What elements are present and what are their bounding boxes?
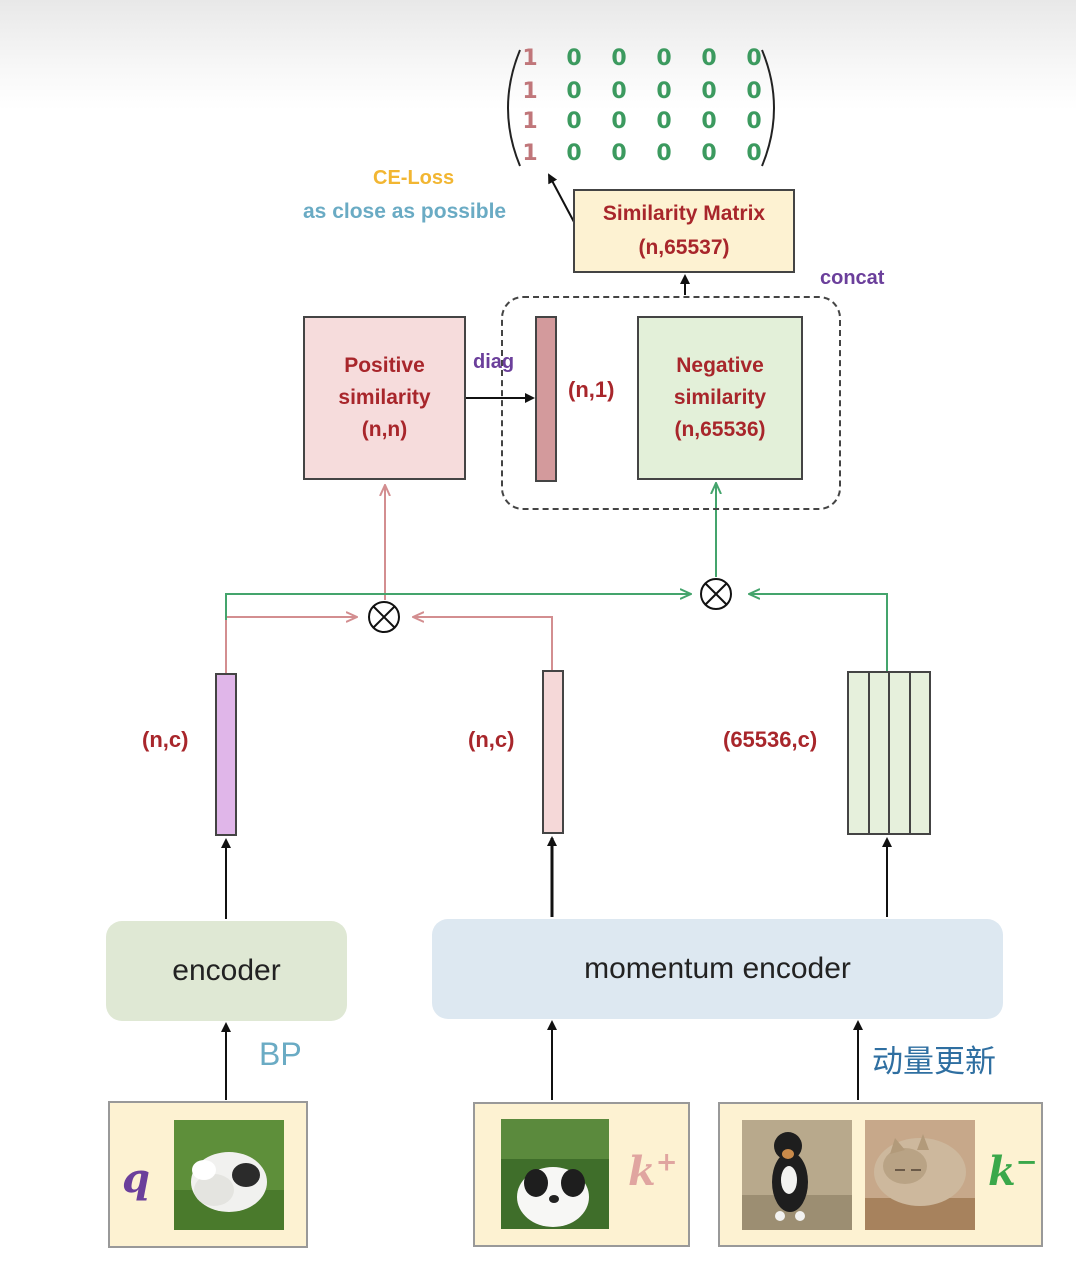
negative-line2: similarity xyxy=(673,386,767,409)
kpos-feature-vector xyxy=(542,670,564,834)
negative-line1: Negative xyxy=(676,354,764,377)
ce-loss-label: CE-Loss xyxy=(373,167,455,189)
matrix-cell: 0 xyxy=(746,141,762,166)
positive-similarity-box: Positive similarity (n,n) xyxy=(303,316,466,480)
queue-slot xyxy=(890,673,911,833)
matrix-cell: 1 xyxy=(522,141,538,166)
matrix-cell: 1 xyxy=(522,46,538,71)
kpos-variable: k+ xyxy=(628,1148,678,1195)
similarity-matrix-title: Similarity Matrix xyxy=(602,202,766,225)
matrix-cell: 0 xyxy=(611,141,627,166)
matrix-cell: 0 xyxy=(746,79,762,104)
dog-photo xyxy=(174,1120,284,1230)
queue-slot xyxy=(849,673,870,833)
circled-times-icon xyxy=(700,578,732,610)
matrix-cell: 0 xyxy=(701,141,717,166)
matrix-cell: 0 xyxy=(566,79,582,104)
matrix-left-paren xyxy=(507,49,521,167)
momentum-encoder-label: momentum encoder xyxy=(584,952,851,985)
positive-key-input-box: k+ xyxy=(473,1102,690,1247)
matrix-cell: 0 xyxy=(611,79,627,104)
positive-shape: (n,n) xyxy=(361,418,408,441)
negative-shape: (n,65536) xyxy=(674,418,766,441)
n1-label: (n,1) xyxy=(568,377,615,402)
matrix-cell: 0 xyxy=(701,79,717,104)
matrix-cell: 0 xyxy=(656,79,672,104)
similarity-matrix-shape: (n,65537) xyxy=(638,236,730,259)
negative-similarity-box: Negative similarity (n,65536) xyxy=(637,316,803,480)
queue-slot xyxy=(870,673,890,833)
matrix-cell: 1 xyxy=(522,109,538,134)
pink-kpos-to-mult1 xyxy=(414,617,553,670)
q-variable: q xyxy=(122,1155,150,1202)
dog-photo xyxy=(742,1120,852,1230)
kneg-base: k xyxy=(988,1148,1016,1195)
negative-key-input-box: k− xyxy=(718,1102,1043,1247)
as-close-label: as close as possible xyxy=(303,200,507,223)
momentum-update-label: 动量更新 xyxy=(872,1044,996,1080)
matrix-cell: 0 xyxy=(611,46,627,71)
concat-label: concat xyxy=(820,267,885,289)
momentum-encoder-box: momentum encoder xyxy=(432,919,1003,1019)
matrix-cell: 0 xyxy=(566,141,582,166)
matrix-cell: 0 xyxy=(611,109,627,134)
matrix-cell: 0 xyxy=(656,46,672,71)
positive-line1: Positive xyxy=(344,354,425,377)
arrow-ce-loss xyxy=(548,173,583,232)
encoder-box: encoder xyxy=(106,921,347,1021)
diag-label: diag xyxy=(473,351,515,373)
circled-times-icon xyxy=(368,601,400,633)
matrix-cell: 0 xyxy=(656,141,672,166)
cat-photo xyxy=(865,1120,975,1230)
matrix-cell: 0 xyxy=(566,46,582,71)
kpos-dim-label: (n,c) xyxy=(468,727,515,752)
matrix-cell: 0 xyxy=(656,109,672,134)
green-q-to-mult2 xyxy=(225,594,690,620)
positive-line2: similarity xyxy=(338,386,431,409)
kpos-sup: + xyxy=(655,1147,678,1178)
matrix-cell: 1 xyxy=(522,79,538,104)
pink-q-to-mult1 xyxy=(225,617,356,673)
bp-label: BP xyxy=(259,1036,302,1072)
similarity-matrix-box: Similarity Matrix (n,65537) xyxy=(573,189,795,273)
kneg-variable: k− xyxy=(988,1148,1038,1195)
kpos-base: k xyxy=(628,1148,656,1195)
negative-queue xyxy=(847,671,931,835)
q-feature-vector xyxy=(215,673,237,836)
kneg-sup: − xyxy=(1015,1147,1038,1178)
green-queue-to-mult2 xyxy=(750,594,888,671)
top-fade xyxy=(0,0,1076,110)
positive-column xyxy=(535,316,557,482)
encoder-label: encoder xyxy=(172,954,281,987)
query-input-box: q xyxy=(108,1101,308,1248)
queue-dim-label: (65536,c) xyxy=(723,727,818,752)
q-dim-label: (n,c) xyxy=(142,727,189,752)
queue-slot xyxy=(911,673,930,833)
concat-frame xyxy=(501,296,841,510)
matrix-cell: 0 xyxy=(746,46,762,71)
matrix-cell: 0 xyxy=(701,109,717,134)
dog-photo xyxy=(501,1119,609,1229)
matrix-cell: 0 xyxy=(566,109,582,134)
matrix-cell: 0 xyxy=(701,46,717,71)
matrix-right-paren xyxy=(761,49,775,167)
matrix-cell: 0 xyxy=(746,109,762,134)
